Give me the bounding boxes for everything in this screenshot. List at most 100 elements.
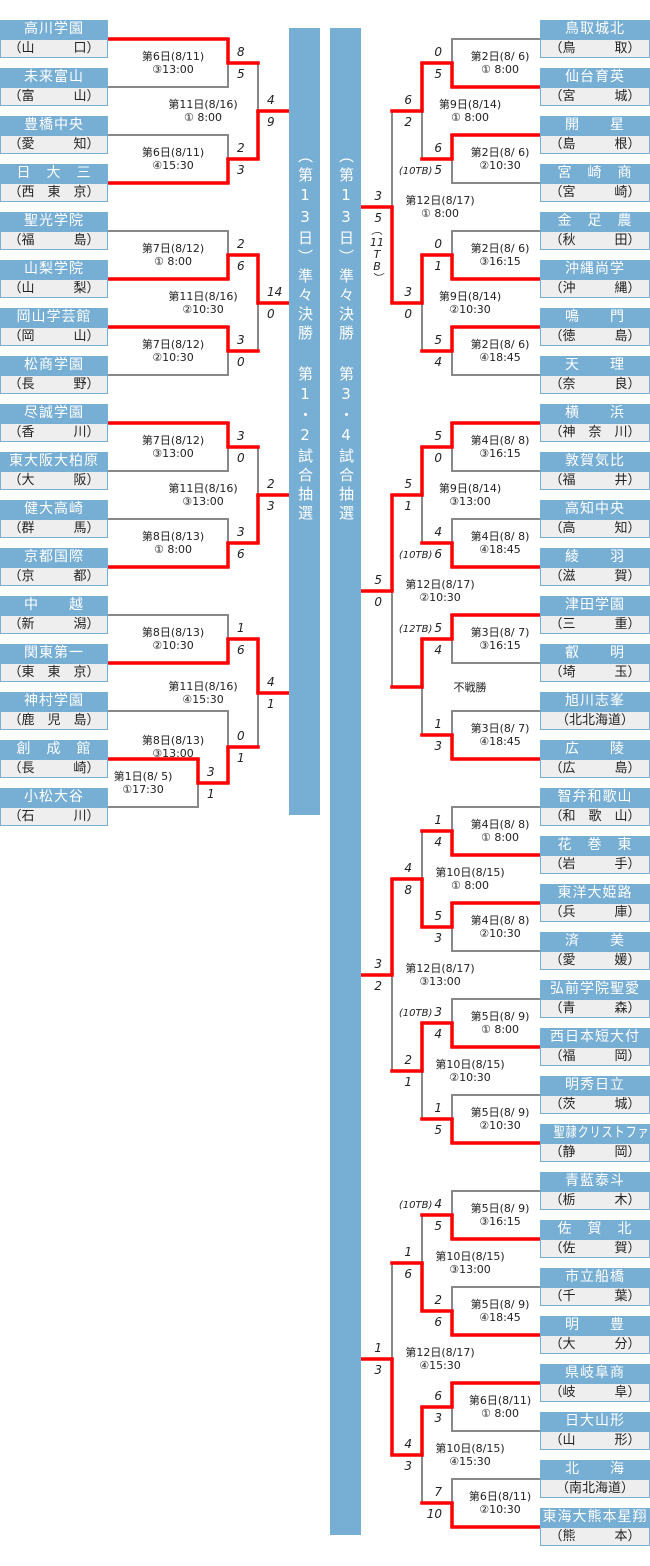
team-name: 明 豊 xyxy=(565,1317,625,1333)
score-cell: 0 xyxy=(237,730,245,743)
score-cell: 1 xyxy=(404,1076,412,1089)
team-prefecture: （福 島） xyxy=(0,231,108,250)
score-cell: 2 xyxy=(404,1054,412,1067)
match-date: 第4日(8/ 8) xyxy=(470,818,530,831)
match-time: ④15:30 xyxy=(419,1359,461,1372)
score-cell: 5 xyxy=(434,68,442,81)
team-name: 未来富山 xyxy=(24,69,84,85)
team-prefecture: （群 馬） xyxy=(0,519,108,538)
score-cell: 2 xyxy=(237,238,245,251)
team-name-row: 済 美 xyxy=(540,932,650,951)
score: 2 xyxy=(237,141,245,155)
score-cell: 5 xyxy=(237,68,245,81)
team-prefecture: （愛 知） xyxy=(0,135,108,154)
team-name-row: 創 成 館 xyxy=(0,740,108,759)
team-prefecture: （福 井） xyxy=(540,471,650,490)
team-name: 中 越 xyxy=(24,597,84,613)
team-name: 津田学園 xyxy=(565,597,625,613)
match-date: 第5日(8/ 9) xyxy=(470,1106,530,1119)
match-time: ① 8:00 xyxy=(480,831,520,844)
score-cell: 4 xyxy=(267,94,275,107)
team-box: 神村学園（鹿 児 島） xyxy=(0,692,108,730)
team-name: 小松大谷 xyxy=(24,789,84,805)
match-date: 第4日(8/ 8) xyxy=(470,530,530,543)
match-time: ②10:30 xyxy=(152,639,194,652)
score: 1 xyxy=(267,697,275,711)
match-time: ① 8:00 xyxy=(183,111,223,124)
team-name: 東大阪大柏原 xyxy=(9,453,99,469)
team-name: 西日本短大付 xyxy=(550,1029,640,1045)
team-name: 綾 羽 xyxy=(565,549,625,565)
match-date: 第4日(8/ 8) xyxy=(470,434,530,447)
score: 6 xyxy=(434,547,442,561)
right-banner: （第13日）準々決勝 第3・4試合抽選 xyxy=(330,28,361,1535)
match-time: ① 8:00 xyxy=(480,63,520,76)
match-date: 第6日(8/11) xyxy=(468,1394,532,1407)
team-name: 東洋大姫路 xyxy=(557,885,633,901)
match-date: 第5日(8/ 9) xyxy=(470,1298,530,1311)
team-box: 叡 明（埼 玉） xyxy=(540,644,650,682)
score-cell: 1 xyxy=(404,1246,412,1259)
team-box: 沖縄尚学（沖 縄） xyxy=(540,260,650,298)
score: 1 xyxy=(237,751,245,765)
score-cell: (10TB)6 xyxy=(399,548,442,562)
score-cell: (12TB)5 xyxy=(399,622,442,636)
team-name: 沖縄尚学 xyxy=(565,261,625,277)
score: 8 xyxy=(237,45,245,59)
team-name: 広 陵 xyxy=(565,741,625,757)
score: 1 xyxy=(434,1101,442,1115)
score-cell: 0 xyxy=(434,452,442,465)
team-name: 山梨学院 xyxy=(24,261,84,277)
team-box: 天 理（奈 良） xyxy=(540,356,650,394)
team-name-row: 明 豊 xyxy=(540,1316,650,1335)
team-name: 開 星 xyxy=(565,117,625,133)
score: 3 xyxy=(404,1459,412,1473)
team-name-row: 東洋大姫路 xyxy=(540,884,650,903)
score-cell: 2 xyxy=(434,1294,442,1307)
team-prefecture: （福 岡） xyxy=(540,1047,650,1066)
team-name-row: 聖光学院 xyxy=(0,212,108,231)
score: 1 xyxy=(404,1245,412,1259)
team-name-row: 綾 羽 xyxy=(540,548,650,567)
team-box: 青藍泰斗（栃 木） xyxy=(540,1172,650,1210)
team-prefecture: （長 崎） xyxy=(0,759,108,778)
score-cell: 6 xyxy=(237,260,245,273)
team-name-row: 敦賀気比 xyxy=(540,452,650,471)
match-date: 第10日(8/15) xyxy=(435,1250,505,1263)
team-name-row: 小松大谷 xyxy=(0,788,108,807)
score-cell: 7 xyxy=(434,1486,442,1499)
team-box: 日 大 三（西 東 京） xyxy=(0,164,108,202)
tiebreak-note: (10TB) xyxy=(398,550,433,561)
team-box: 広 陵（広 島） xyxy=(540,740,650,778)
match-time: ④18:45 xyxy=(479,543,521,556)
score: 3 xyxy=(434,1005,442,1019)
team-box: 創 成 館（長 崎） xyxy=(0,740,108,778)
score: 3 xyxy=(404,285,412,299)
team-prefecture: （徳 島） xyxy=(540,327,650,346)
score-cell: 6 xyxy=(237,548,245,561)
match-date: 第8日(8/13) xyxy=(141,734,205,747)
match-date: 第12日(8/17) xyxy=(405,962,475,975)
score-cell: 5 xyxy=(434,334,442,347)
score: 2 xyxy=(374,979,382,993)
team-box: 小松大谷（石 川） xyxy=(0,788,108,826)
team-name-row: 山梨学院 xyxy=(0,260,108,279)
team-name-row: 市立船橋 xyxy=(540,1268,650,1287)
tiebreak-text: 10TB xyxy=(402,166,429,177)
team-name-row: 金 足 農 xyxy=(540,212,650,231)
match-time: ④18:45 xyxy=(479,735,521,748)
match-time: ①17:30 xyxy=(122,783,164,796)
score-cell: 0 xyxy=(404,308,412,321)
score-cell: 1 xyxy=(207,788,215,801)
team-name: 青藍泰斗 xyxy=(565,1173,625,1189)
team-name-row: 東大阪大柏原 xyxy=(0,452,108,471)
team-name: 日 大 三 xyxy=(16,165,92,181)
match-date: 第9日(8/14) xyxy=(438,482,502,495)
score-cell: 0 xyxy=(374,596,382,609)
team-name: 佐 賀 北 xyxy=(557,1221,633,1237)
score: 0 xyxy=(237,451,245,465)
match-date: 第6日(8/11) xyxy=(141,146,205,159)
match-time: ③16:15 xyxy=(479,1215,521,1228)
match-date: 第10日(8/15) xyxy=(435,866,505,879)
tiebreak-text: 10TB xyxy=(402,1008,429,1019)
